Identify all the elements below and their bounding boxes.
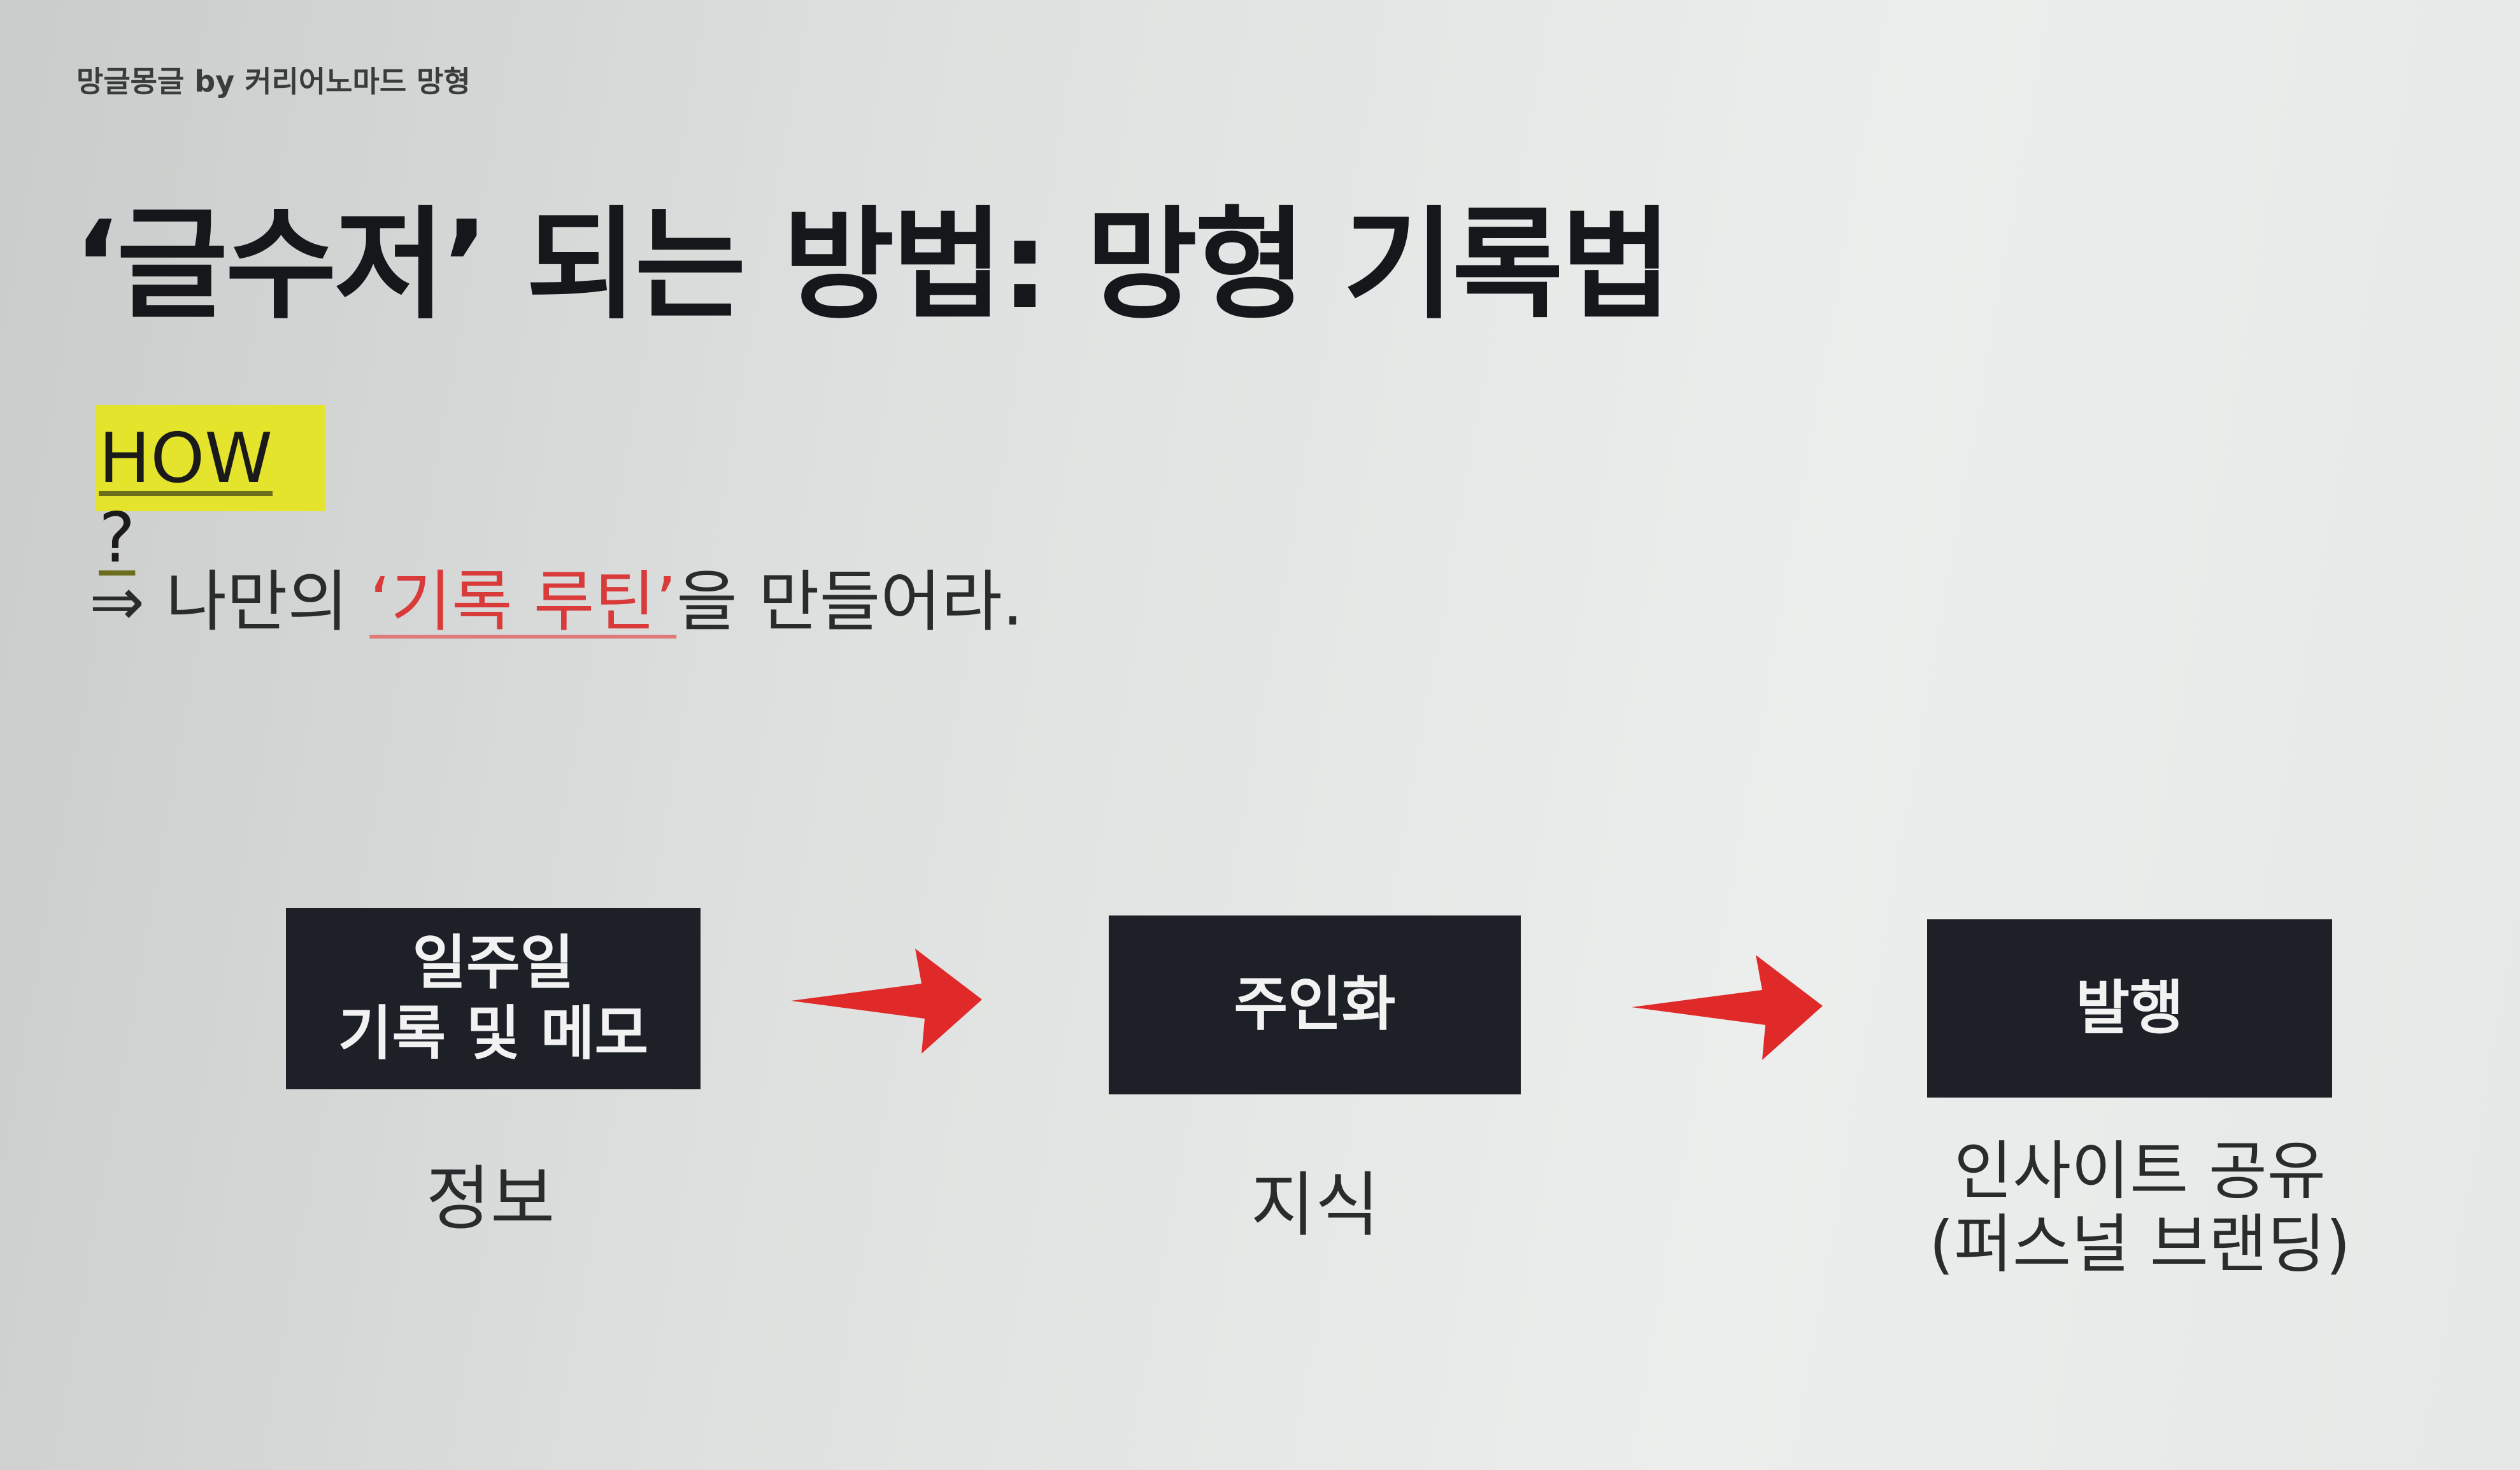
slide-title: ‘글수저’ 되는 방법: 망형 기록법 bbox=[73, 195, 1672, 336]
instruction-suffix: 을 만들어라. bbox=[676, 563, 1023, 640]
step-box-line: 발행 bbox=[2075, 973, 2184, 1042]
instruction-highlight: ‘기록 루틴’ bbox=[369, 563, 677, 640]
step-box-line: 기록 및 메모 bbox=[338, 999, 649, 1068]
how-highlight: HOW ? bbox=[96, 405, 325, 578]
step-box-line: 일주일 bbox=[412, 929, 574, 998]
step-label-info: 정보 bbox=[425, 1158, 555, 1240]
step-box-publish: 발행 bbox=[1927, 919, 2332, 1098]
instruction-prefix: ⇒ 나만의 bbox=[89, 563, 370, 640]
brand-header: 망글몽글 by 커리어노마드 망형 bbox=[76, 64, 471, 99]
step-box-line: 주인화 bbox=[1234, 970, 1396, 1039]
how-text: HOW ? bbox=[99, 419, 273, 578]
step-box-record: 일주일 기록 및 메모 bbox=[286, 908, 701, 1089]
arrow-right-icon bbox=[1632, 955, 1823, 1060]
step-box-internalize: 주인화 bbox=[1109, 915, 1521, 1094]
instruction-line: ⇒ 나만의 ‘기록 루틴’을 만들어라. bbox=[89, 548, 1023, 644]
step-label-line: 인사이트 공유 bbox=[1954, 1134, 2326, 1208]
arrow-right-icon bbox=[791, 949, 982, 1054]
step-label-insight: 인사이트 공유 (퍼스널 브랜딩) bbox=[1885, 1134, 2395, 1281]
step-label-knowledge: 지식 bbox=[1250, 1164, 1380, 1246]
step-label-line: (퍼스널 브랜딩) bbox=[1929, 1207, 2351, 1282]
